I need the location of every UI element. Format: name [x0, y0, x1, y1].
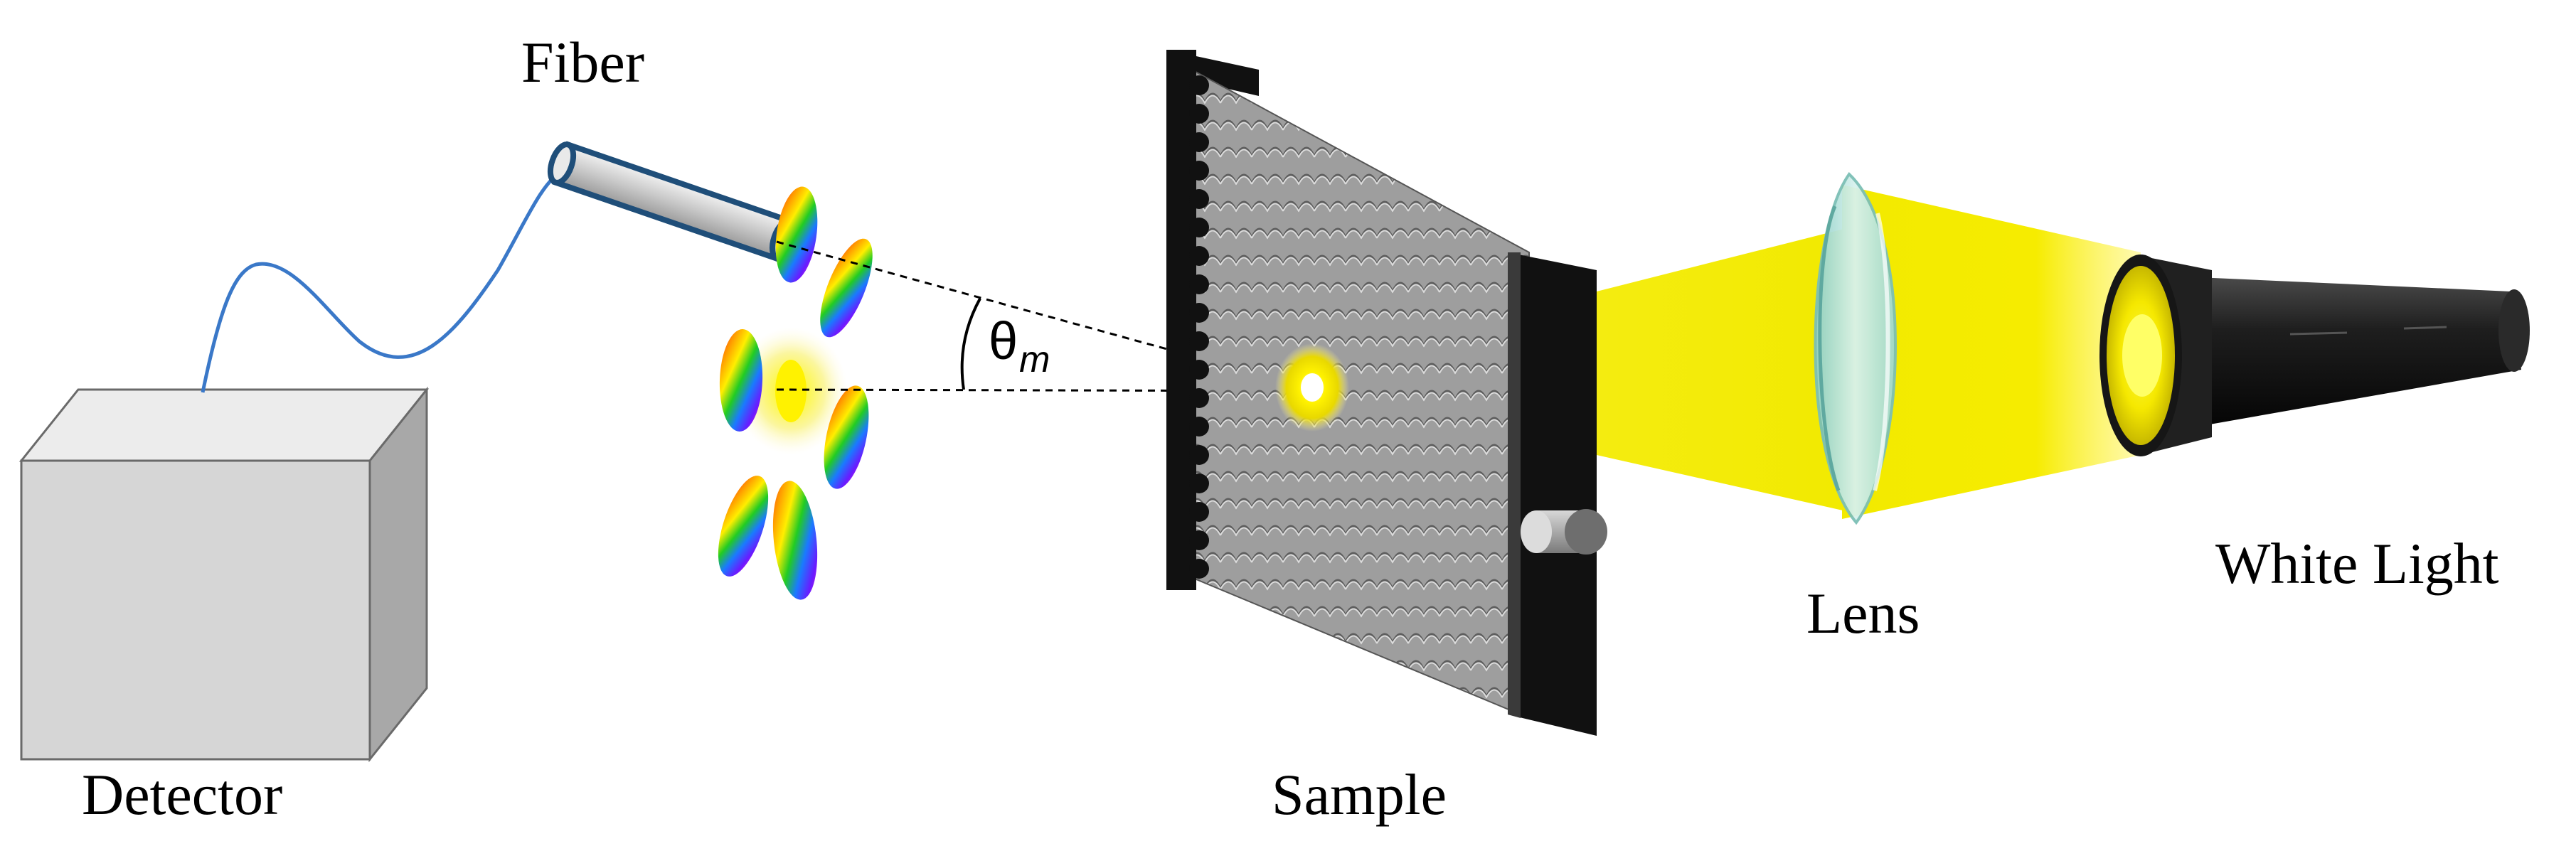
grating-sample-icon [1166, 50, 1607, 736]
light-beam-lens-to-sample [1597, 227, 1849, 512]
rainbow-diffraction-spots [718, 186, 873, 600]
flashlight-icon [2099, 255, 2530, 456]
lens-label: Lens [1806, 581, 1920, 646]
light-beam-source-to-lens [1842, 185, 2141, 519]
fiber-cable [201, 168, 563, 393]
angle-label: θm [989, 311, 1050, 380]
lens-icon [1814, 171, 1897, 525]
white-light-label: White Light [2215, 531, 2499, 596]
detector-label: Detector [82, 762, 282, 827]
adjustment-knob [1521, 509, 1607, 555]
sample-label: Sample [1272, 762, 1447, 827]
fiber-label: Fiber [521, 30, 644, 95]
diffracted-ray-line [776, 240, 1320, 392]
fiber-optic-icon [547, 141, 799, 262]
detector-box-icon [18, 386, 430, 763]
angle-arc [960, 298, 981, 390]
